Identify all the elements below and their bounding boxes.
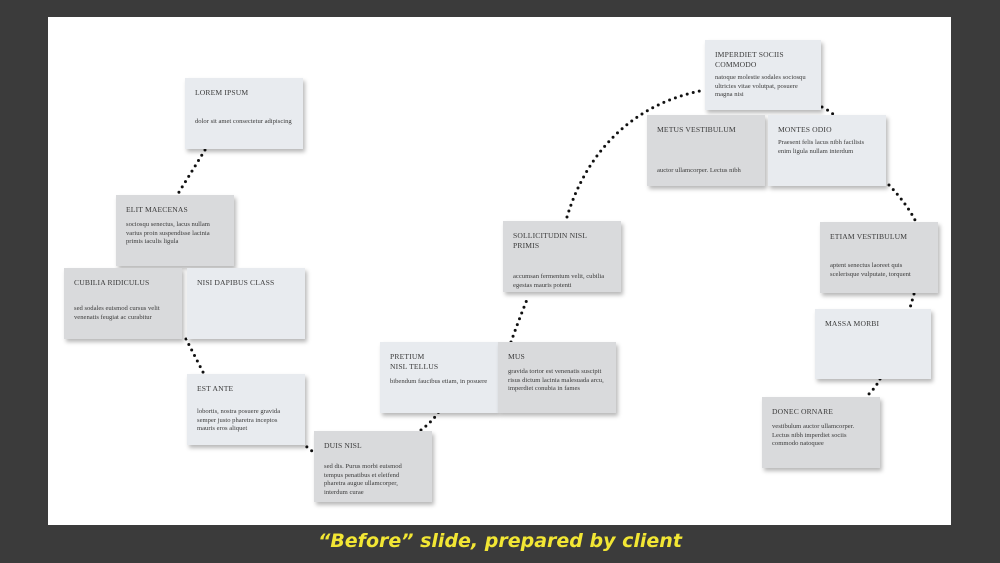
card-montes-odio: MONTES ODIO Praesent felis lacus nibh fa… bbox=[768, 115, 886, 186]
card-elit-maecenas: ELIT MAECENAS sociosqu senectus, lacus n… bbox=[116, 195, 234, 266]
connector-etiam-to-massa bbox=[908, 292, 916, 310]
card-lorem-ipsum: LOREM IPSUM dolor sit amet consectetur a… bbox=[185, 78, 303, 149]
card-title: IMPERDIET SOCIIS COMMODO bbox=[715, 50, 784, 69]
card-body: bibendum faucibus etiam, in posuere bbox=[390, 378, 488, 385]
card-body: sed dis. Purus morbi euismod tempus pena… bbox=[324, 463, 402, 496]
card-title: PRETIUM NISL TELLUS bbox=[390, 352, 439, 371]
connector-mus-to-sollicitudin bbox=[509, 295, 530, 344]
card-title: CUBILIA RIDICULUS bbox=[74, 278, 150, 287]
card-cubilia-ridiculus: CUBILIA RIDICULUS sed sodales euismod cu… bbox=[64, 268, 182, 339]
card-title: LOREM IPSUM bbox=[195, 88, 249, 97]
card-body: dolor sit amet consectetur adipiscing bbox=[195, 118, 292, 125]
card-imperdiet-sociis-commodo: IMPERDIET SOCIIS COMMODO natoque molesti… bbox=[705, 40, 821, 110]
card-pretium-nisl-tellus: PRETIUM NISL TELLUS bibendum faucibus et… bbox=[380, 342, 498, 413]
connector-lorem-to-elit bbox=[174, 148, 207, 199]
slide-canvas: LOREM IPSUM dolor sit amet consectetur a… bbox=[48, 17, 951, 525]
connector-duis-to-pretium bbox=[419, 408, 442, 432]
card-body: vestibulum auctor ullamcorper. Lectus ni… bbox=[772, 423, 855, 448]
connector-imperdiet-to-montes bbox=[820, 105, 836, 117]
connector-sollicitudin-to-imperdiet bbox=[565, 88, 707, 219]
card-metus-vestibulum: METUS VESTIBULUM auctor ullamcorper. Lec… bbox=[647, 115, 765, 186]
card-donec-ornare: DONEC ORNARE vestibulum auctor ullamcorp… bbox=[762, 397, 880, 468]
card-body: lobortis, nostra posuere gravida semper … bbox=[197, 408, 281, 433]
card-title: DUIS NISL bbox=[324, 441, 362, 450]
card-body: sed sodales euismod cursus velit venenat… bbox=[74, 305, 160, 321]
card-title: DONEC ORNARE bbox=[772, 407, 834, 416]
card-massa-morbi: MASSA MORBI bbox=[815, 309, 931, 379]
card-body: natoque molestie sodales sociosqu ultric… bbox=[715, 74, 806, 99]
card-nisi-dapibus-class: NISI DAPIBUS CLASS bbox=[187, 268, 305, 339]
connector-cubilia-to-est bbox=[184, 337, 206, 376]
slide-caption: “Before” slide, prepared by client bbox=[318, 530, 682, 552]
card-title: METUS VESTIBULUM bbox=[657, 125, 736, 134]
card-duis-nisl: DUIS NISL sed dis. Purus morbi euismod t… bbox=[314, 431, 432, 502]
card-title: NISI DAPIBUS CLASS bbox=[197, 278, 275, 287]
card-title: SOLLICITUDIN NISL PRIMIS bbox=[513, 231, 587, 250]
card-title: MUS bbox=[508, 352, 525, 361]
card-est-ante: EST ANTE lobortis, nostra posuere gravid… bbox=[187, 374, 305, 445]
card-title: MASSA MORBI bbox=[825, 319, 880, 328]
card-body: gravida tortor est venenatis suscipit ri… bbox=[508, 368, 604, 393]
card-body: sociosqu senectus, lacus nullam varius p… bbox=[126, 221, 210, 246]
card-body: accumsan fermentum velit, cubilia egesta… bbox=[513, 273, 605, 289]
connector-montes-to-etiam bbox=[887, 183, 917, 222]
card-title: EST ANTE bbox=[197, 384, 234, 393]
card-title: ELIT MAECENAS bbox=[126, 205, 188, 214]
card-body: aptent senectus laoreet quis scelerisque… bbox=[830, 262, 911, 278]
card-etiam-vestibulum: ETIAM VESTIBULUM aptent senectus laoreet… bbox=[820, 222, 938, 293]
card-title: MONTES ODIO bbox=[778, 125, 832, 134]
card-sollicitudin-nisl-primis: SOLLICITUDIN NISL PRIMIS accumsan fermen… bbox=[503, 221, 621, 292]
connector-massa-to-donec bbox=[866, 377, 882, 397]
card-body: Praesent felis lacus nibh facilisis enim… bbox=[778, 139, 865, 155]
card-title: ETIAM VESTIBULUM bbox=[830, 232, 908, 241]
card-body: auctor ullamcorper. Lectus nibh bbox=[657, 167, 741, 174]
card-mus: MUS gravida tortor est venenatis suscipi… bbox=[498, 342, 616, 413]
